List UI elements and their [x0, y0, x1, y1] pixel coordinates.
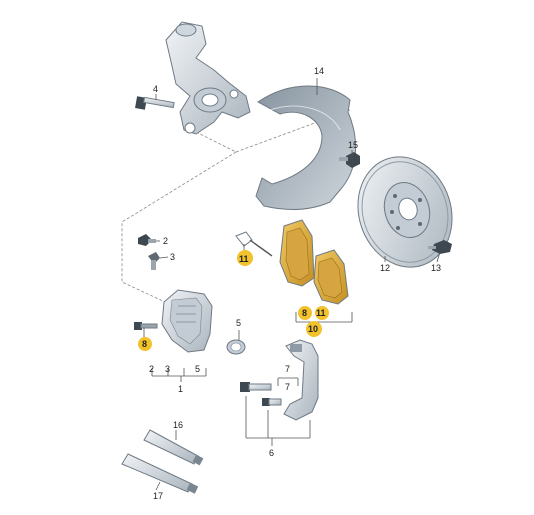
- part-label-8-bolt: 8: [142, 339, 147, 349]
- part-label-1: 1: [178, 384, 183, 394]
- part-label-2-bracket: 2: [149, 364, 154, 374]
- wear-indicator-sensor: [235, 231, 273, 257]
- part-label-11-sensor: 11: [239, 254, 249, 264]
- part-label-12: 12: [380, 263, 390, 273]
- brake-disc: [357, 156, 453, 268]
- part-label-14: 14: [314, 66, 324, 76]
- part-label-13: 13: [431, 263, 441, 273]
- knuckle-bolt: [135, 96, 175, 110]
- disc-screw: [428, 240, 452, 254]
- part-label-7-upper: 7: [285, 364, 290, 374]
- brake-splash-shield: [255, 85, 357, 210]
- caliper-bolt: [134, 322, 158, 330]
- steering-knuckle: [165, 21, 251, 135]
- cap-small: [148, 252, 160, 270]
- grease-tube-17: [121, 453, 199, 494]
- brake-pad-outer: [313, 249, 349, 305]
- brake-caliper: [161, 289, 213, 353]
- leader-lines: [143, 78, 441, 491]
- part-label-4: 4: [153, 84, 158, 94]
- part-label-3-bracket: 3: [165, 364, 170, 374]
- part-label-10: 10: [308, 324, 318, 334]
- guide-sleeve: [262, 398, 282, 406]
- bleeder-screw-small: [138, 234, 156, 246]
- part-label-16: 16: [173, 420, 183, 430]
- part-label-17: 17: [153, 491, 163, 501]
- part-label-3-upper: 3: [170, 252, 175, 262]
- part-label-5-bracket: 5: [195, 364, 200, 374]
- brake-pad-inner: [279, 219, 315, 287]
- guide-pin: [240, 382, 272, 392]
- part-label-15: 15: [348, 140, 358, 150]
- shield-screw: [339, 152, 360, 168]
- part-label-2-upper: 2: [163, 236, 168, 246]
- caliper-carrier: [283, 339, 319, 421]
- highlight-badges: [138, 250, 329, 351]
- part-label-11-pad: 11: [316, 308, 326, 318]
- part-label-7-lower: 7: [285, 382, 290, 392]
- part-label-8-pad: 8: [302, 308, 307, 318]
- part-label-6: 6: [269, 448, 274, 458]
- grease-tube-16: [143, 429, 204, 466]
- part-label-5-upper: 5: [236, 318, 241, 328]
- piston-seal: [226, 339, 246, 355]
